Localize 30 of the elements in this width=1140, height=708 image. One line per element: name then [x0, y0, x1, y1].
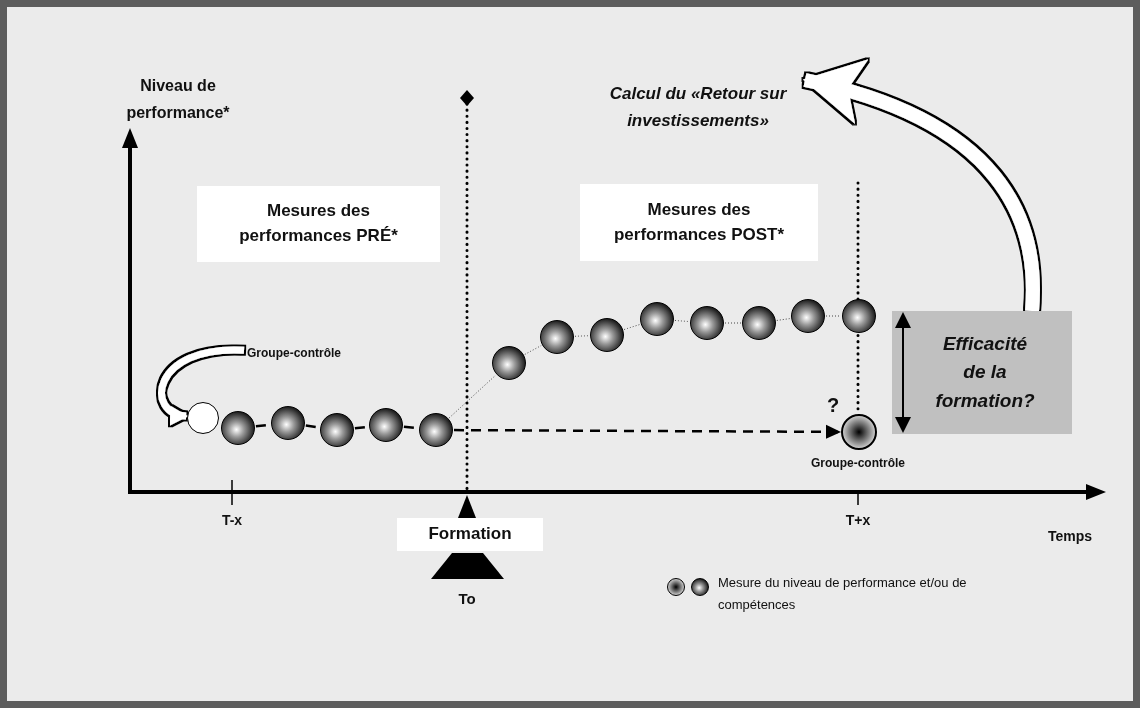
measure-ball: [540, 320, 574, 354]
label-box: Mesures des performances POST*: [580, 184, 818, 261]
measure-ball: [271, 406, 305, 440]
result-box: Efficacité de la formation?: [892, 311, 1072, 434]
measure-ball: [492, 346, 526, 380]
control-circle: [841, 414, 877, 450]
measure-ball: [590, 318, 624, 352]
axis-title: Temps: [1047, 528, 1093, 544]
question-mark: ?: [826, 394, 840, 417]
measure-ball: [842, 299, 876, 333]
tick-label: T+x: [845, 512, 871, 528]
legend-text: Mesure du niveau de performance et/ou de compétences: [718, 574, 968, 615]
measure-ball: [690, 306, 724, 340]
measure-ball: [742, 306, 776, 340]
measure-ball: [791, 299, 825, 333]
measure-ball: [369, 408, 403, 442]
dashed-arrow: [454, 424, 841, 439]
measure-ball: [640, 302, 674, 336]
control-circle: [187, 402, 219, 434]
axis-title: Niveau de performance*: [125, 76, 231, 124]
label-box: Formation: [397, 518, 543, 551]
label-box: Mesures des performances PRÉ*: [197, 186, 440, 262]
node-label: Groupe-contrôle: [811, 456, 905, 470]
axis-label: To: [458, 590, 476, 607]
measure-ball: [320, 413, 354, 447]
annotation-text: Groupe-contrôle: [244, 344, 344, 362]
annotation-text: Calcul du «Retour sur investissements»: [578, 80, 818, 150]
measure-ball: [419, 413, 453, 447]
tick-label: T-x: [221, 512, 243, 528]
measure-ball: [221, 411, 255, 445]
